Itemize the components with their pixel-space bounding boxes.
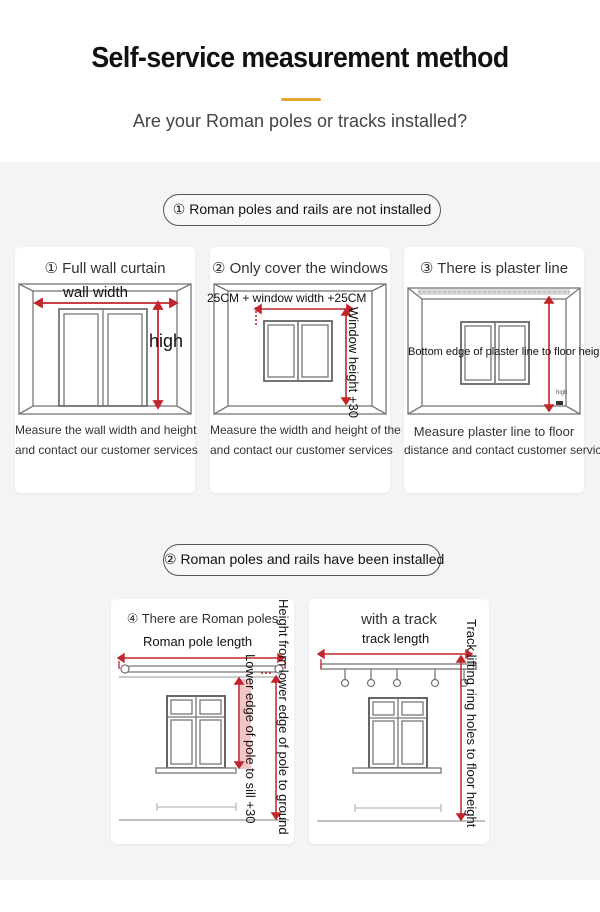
height-label: Track lifting ring holes to floor height — [464, 619, 479, 828]
card-caption-line2: and contact our customer services — [210, 443, 393, 457]
plaster-line-diagram — [407, 287, 581, 415]
card-caption-line1: Measure the width and height of the wind… — [210, 423, 445, 437]
width-label: wall width — [63, 284, 129, 301]
section-installed-label: ② Roman poles and rails have been instal… — [163, 544, 444, 576]
full-wall-diagram — [18, 283, 192, 415]
width-label: Roman pole length — [143, 634, 253, 649]
pole-to-sill-label: Lower edge of pole to sill +30 — [243, 654, 258, 824]
width-label: 25CM + window width +25CM — [207, 291, 367, 305]
page-subtitle: Are your Roman poles or tracks installed… — [132, 111, 468, 131]
card-title: ③ There is plaster line — [419, 260, 569, 277]
height-label: Window height +30 — [346, 307, 361, 418]
card-cover-windows: ② Only cover the windows 25CM + window w… — [207, 247, 445, 493]
section-not-installed-label: ① Roman poles and rails are not installe… — [163, 194, 441, 226]
page-header: Self-service measurement method Are your… — [0, 0, 600, 162]
page-title: Self-service measurement method — [91, 42, 509, 74]
card-track: with a track track length Track lifting … — [309, 599, 489, 844]
card-caption-line1: Measure plaster line to floor — [413, 424, 575, 439]
window-diagram — [213, 283, 387, 415]
card-full-wall-curtain: ① Full wall curtain wall width high Meas… — [15, 247, 198, 493]
card-roman-poles: ④ There are Roman poles Roman pole lengt… — [111, 599, 294, 844]
height-label: Bottom edge of plaster line to floor hei… — [408, 346, 600, 358]
card-plaster-line: ③ There is plaster line Bottom edge of p… — [404, 247, 600, 493]
title-accent-bar — [281, 98, 321, 101]
track-diagram — [316, 648, 485, 822]
card-title: ② Only cover the windows — [211, 260, 388, 277]
card-title: ① Full wall curtain — [44, 260, 166, 277]
pole-to-ground-label: Height from lower edge of pole to ground — [276, 599, 291, 835]
card-caption-line1: Measure the wall width and height — [15, 423, 197, 437]
roman-pole-diagram — [116, 652, 289, 821]
small-high-label: high — [556, 390, 568, 396]
width-label: track length — [362, 631, 430, 646]
card-title: ④ There are Roman poles — [126, 611, 279, 626]
height-label: high — [149, 331, 184, 351]
card-caption-line2: and contact our customer services — [15, 443, 198, 457]
card-title: with a track — [361, 611, 437, 628]
footer-strip — [0, 880, 600, 912]
card-caption-line2: distance and contact customer service — [404, 443, 600, 457]
